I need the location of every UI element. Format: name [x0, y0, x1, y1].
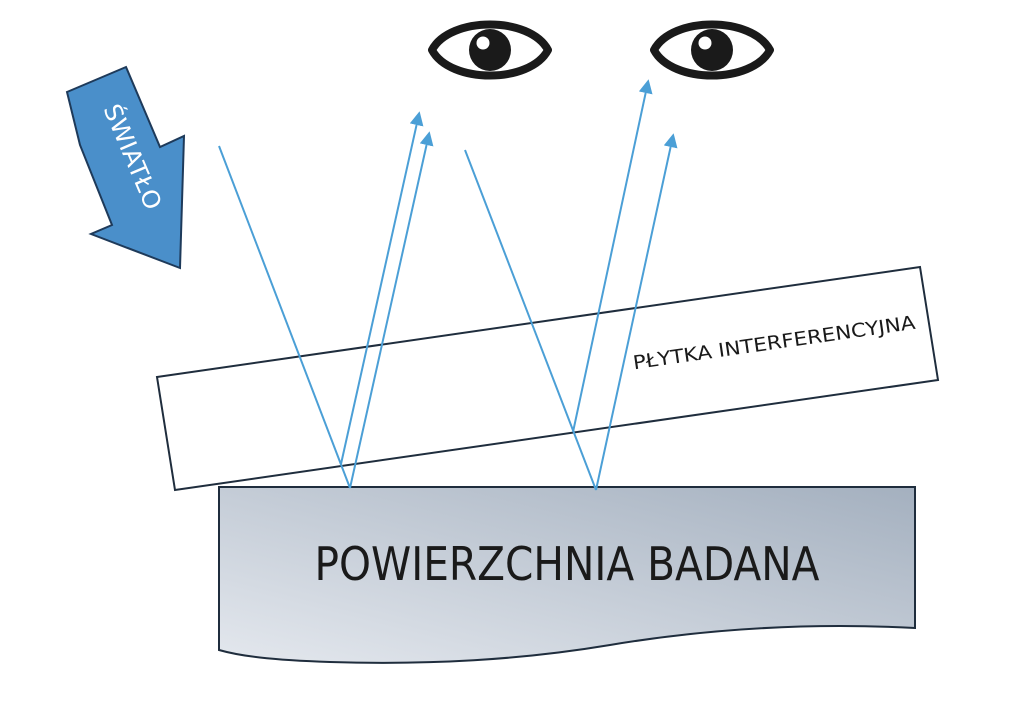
light-arrow-shape	[65, 65, 186, 270]
light-rays	[218, 79, 678, 491]
incident-ray-2	[464, 149, 597, 491]
light-arrow: ŚWIATŁO	[65, 65, 186, 270]
reflected-ray-2b	[595, 133, 678, 491]
reflected-ray-2a	[572, 79, 653, 433]
reflected-ray-1a	[340, 111, 424, 465]
eye-icon	[428, 20, 552, 80]
surface-label: POWIERZCHNIA BADANA	[315, 537, 820, 591]
incident-ray-1	[218, 145, 351, 489]
interference-plate: PŁYTKA INTERFERENCYJNA	[155, 265, 940, 492]
reflected-ray-1b	[349, 131, 434, 489]
plate-outline	[155, 265, 940, 492]
surface-block	[218, 486, 916, 664]
tested-surface: POWIERZCHNIA BADANA	[218, 486, 916, 664]
eye-icon	[650, 20, 774, 80]
